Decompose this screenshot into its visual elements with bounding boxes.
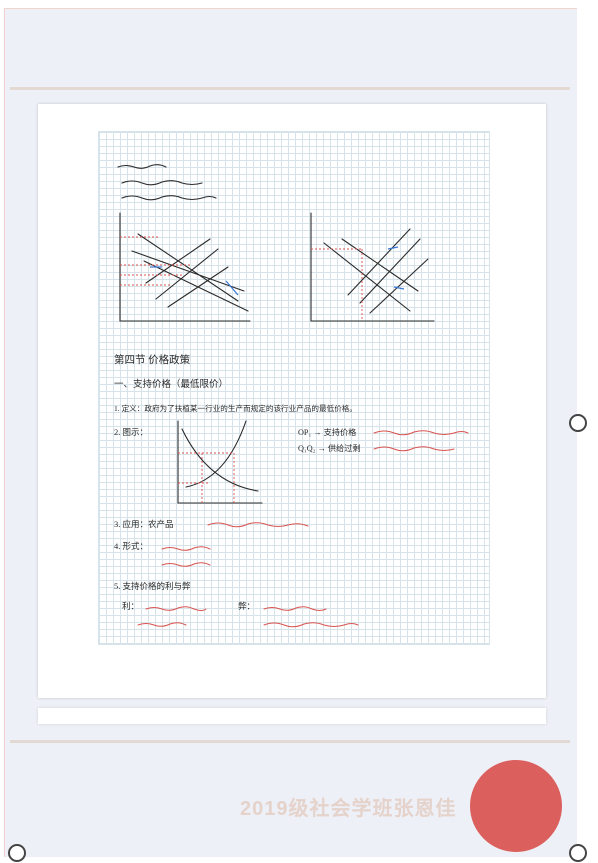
handwritten-notes: 第四节 价格政策 一、支持价格（最低限价） 1. 定义：政府为了扶植某一行业的生… <box>114 164 469 628</box>
scribble-heading <box>117 164 167 169</box>
resize-handle-bottom-left[interactable] <box>8 844 26 862</box>
item-5: 5. 支持价格的利与弊 <box>114 581 191 591</box>
item-4: 4. 形式： <box>114 541 148 551</box>
divider-bottom <box>10 740 570 743</box>
resize-handle-right[interactable] <box>569 414 587 432</box>
item-2-note-2: Q₁Q₂ → 供给过剩 <box>298 443 361 453</box>
chart3-axes <box>177 420 263 504</box>
scribble-line-1 <box>121 180 203 186</box>
scribble-line-2 <box>121 195 217 201</box>
section-title: 第四节 价格政策 <box>114 353 191 366</box>
item-2-note-1: OP₁ → 支持价格 <box>298 427 356 437</box>
item-1: 1. 定义：政府为了扶植某一行业的生产而规定的该行业产品的最低价格。 <box>114 403 357 413</box>
item-3: 3. 应用：农产品 <box>114 519 174 529</box>
chart1-axes <box>119 212 251 322</box>
subheading-1: 一、支持价格（最低限价） <box>114 378 228 390</box>
chart2-axes <box>310 212 435 322</box>
grid-paper <box>98 131 490 645</box>
next-page-edge <box>38 708 546 724</box>
item-2: 2. 图示： <box>114 427 148 437</box>
floating-action-button[interactable] <box>470 760 562 852</box>
divider-top <box>10 87 570 90</box>
label-li: 利： <box>122 601 139 611</box>
label-bi: 弊： <box>238 601 255 611</box>
resize-handle-bottom-right[interactable] <box>569 844 587 862</box>
watermark-text: 2019级社会学班张恩佳 <box>240 798 457 820</box>
